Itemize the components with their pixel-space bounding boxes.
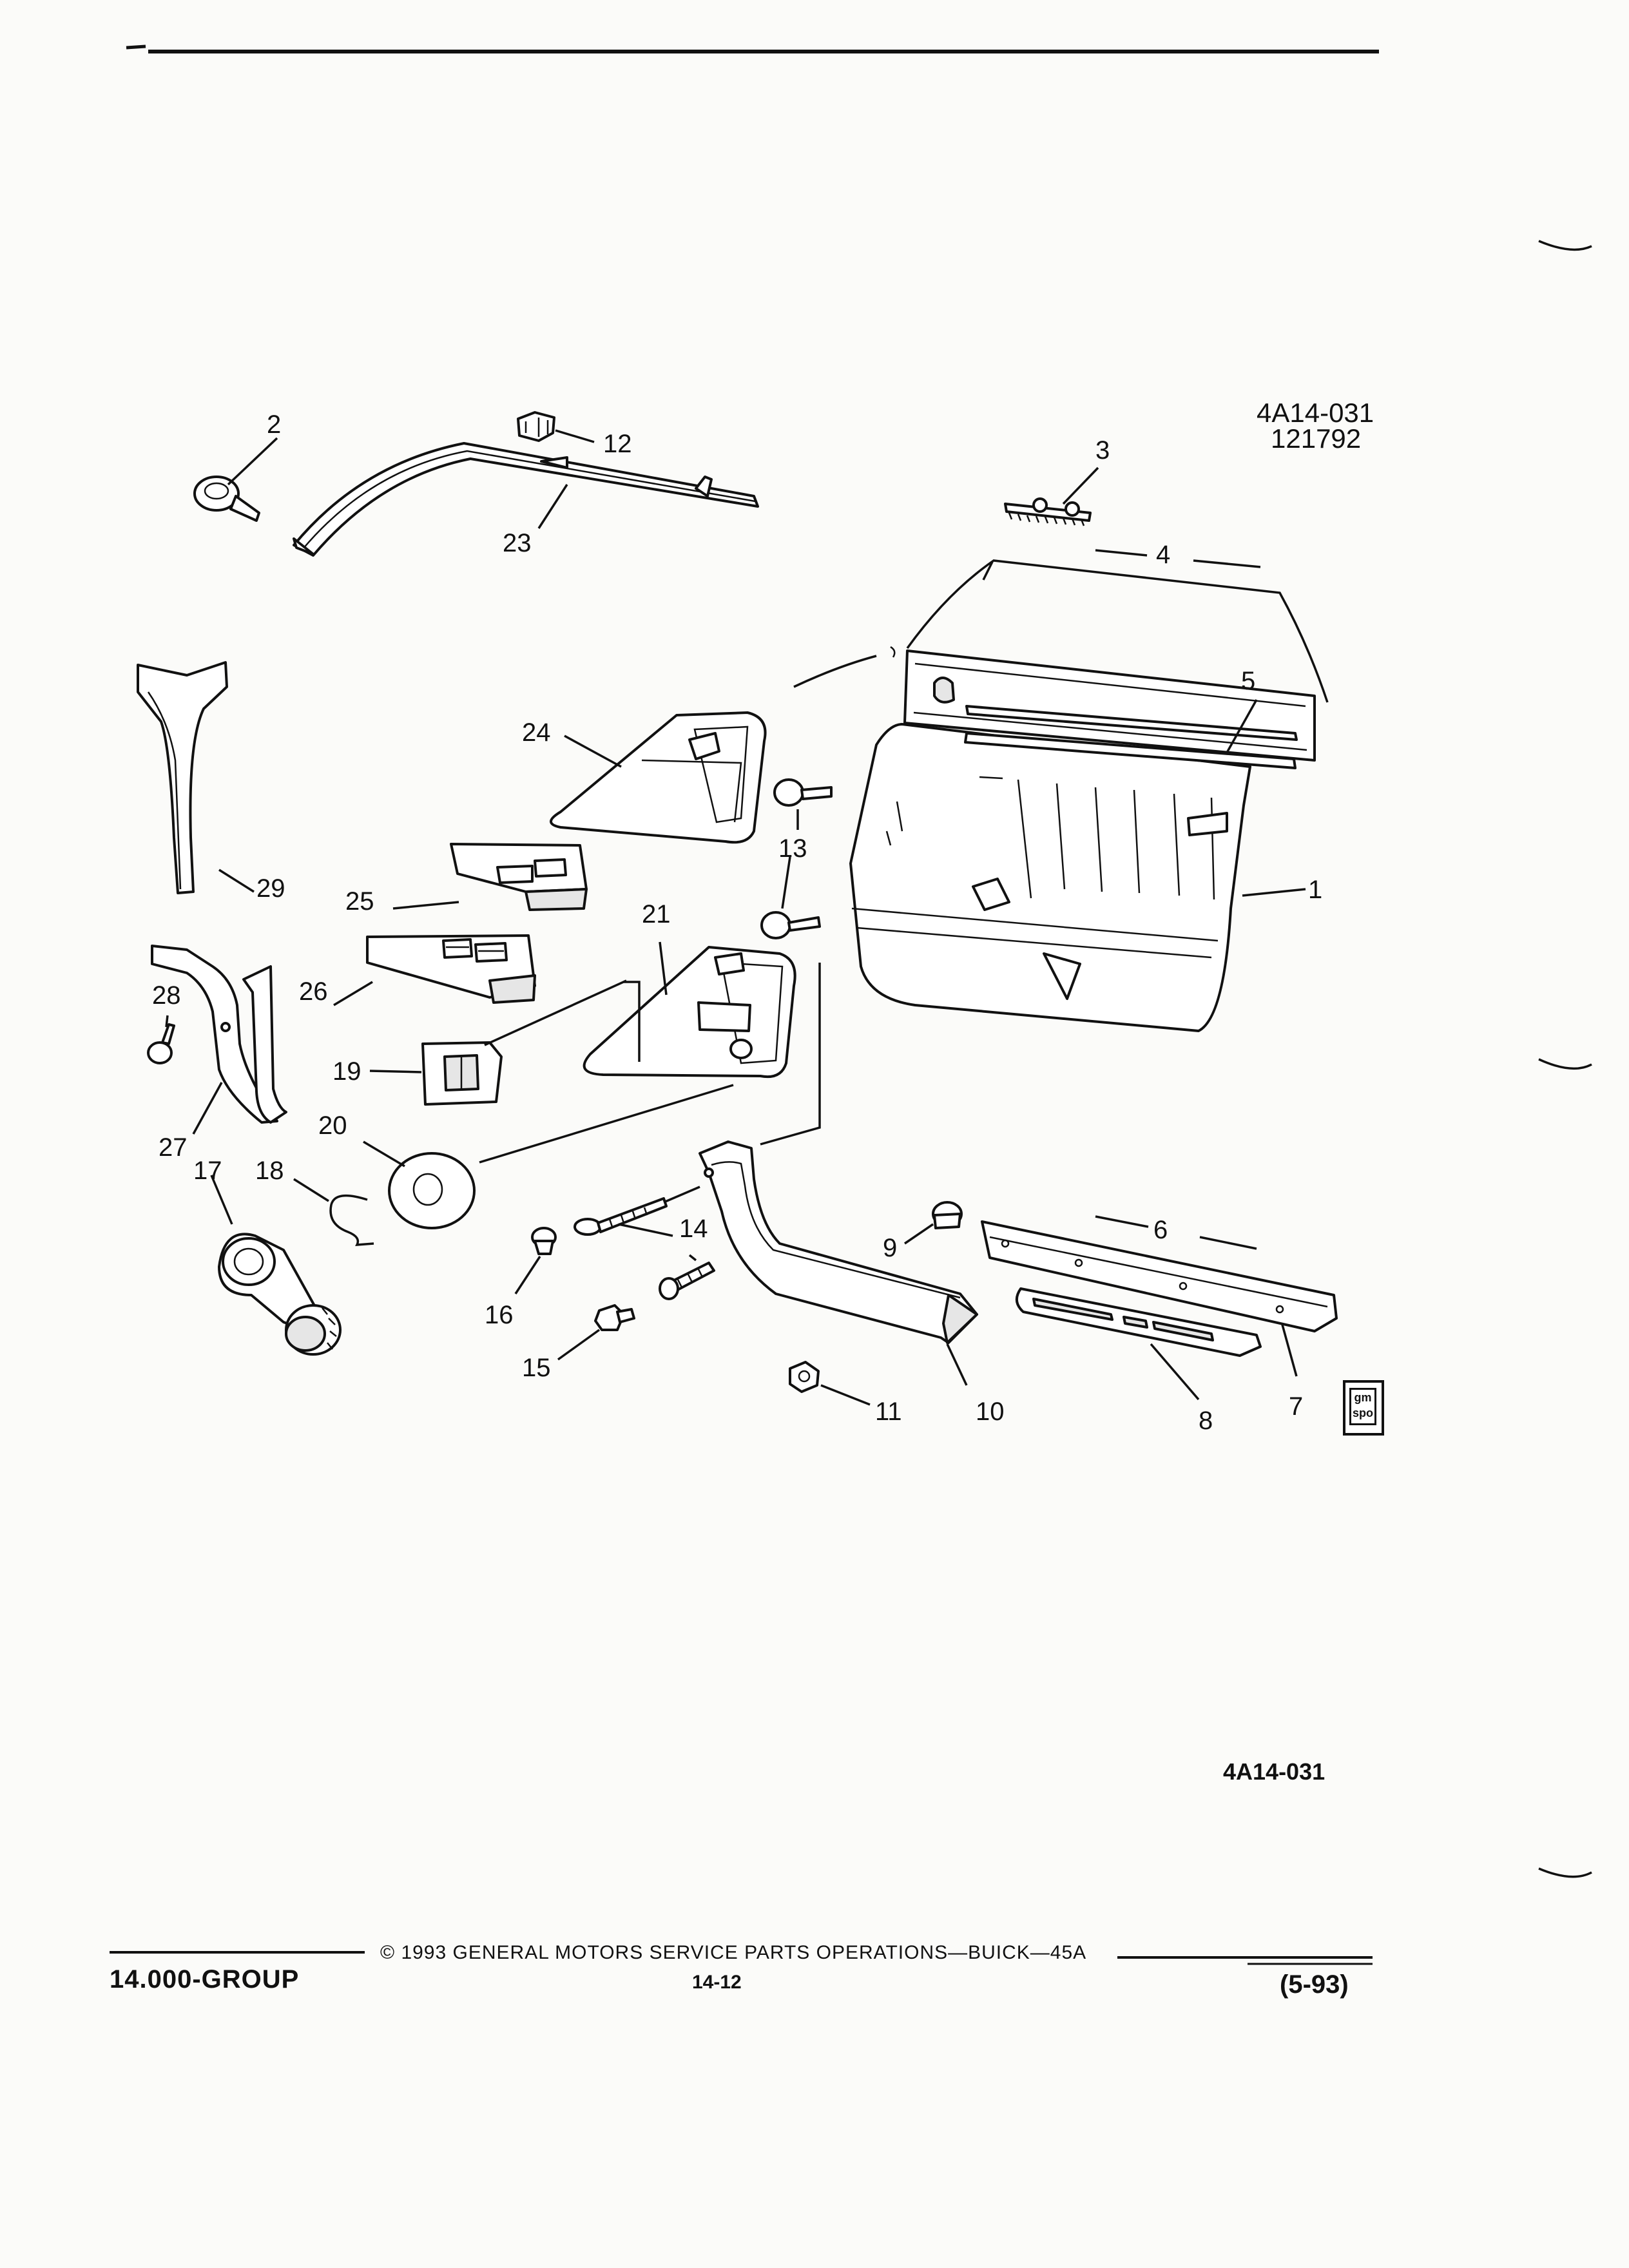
footer-page-number: 14-12 — [692, 1972, 742, 1993]
part-5-belt-molding — [964, 699, 1296, 769]
part-16-plug — [514, 1227, 557, 1294]
part-20-escutcheon — [363, 1084, 734, 1229]
part-23-upper-molding — [293, 442, 759, 557]
figure-code: 4A14-031 — [1257, 398, 1374, 428]
callout-23: 23 — [503, 529, 532, 557]
callout-2: 2 — [267, 410, 281, 439]
callout-24: 24 — [522, 718, 551, 747]
callout-13: 13 — [778, 834, 807, 863]
part-29-pillar-trim — [137, 661, 255, 894]
callout-27: 27 — [159, 1133, 188, 1162]
callout-1: 1 — [1308, 876, 1322, 904]
callout-11: 11 — [875, 1398, 902, 1426]
callout-28: 28 — [152, 981, 181, 1010]
callout-16: 16 — [485, 1301, 514, 1329]
footer-group: 14.000-GROUP — [110, 1965, 300, 1994]
callout-14: 14 — [679, 1215, 708, 1243]
callout-17: 17 — [193, 1157, 222, 1185]
callout-18: 18 — [255, 1157, 284, 1185]
figure-code-bottom: 4A14-031 — [1223, 1758, 1325, 1785]
callout-3: 3 — [1095, 436, 1110, 465]
part-6-lower-molding — [981, 1215, 1338, 1377]
callout-29: 29 — [256, 874, 285, 903]
callout-4: 4 — [1156, 541, 1170, 569]
callout-5: 5 — [1241, 667, 1255, 695]
top-rule-mark — [126, 44, 146, 50]
part-17-crank-handle — [210, 1175, 342, 1356]
callout-8: 8 — [1199, 1407, 1213, 1435]
margin-tick-3 — [1538, 1867, 1592, 1878]
logo-text-gm: gm — [1354, 1391, 1372, 1404]
part-2-retainer — [193, 437, 278, 522]
part-28-screw — [147, 1015, 175, 1064]
callout-15: 15 — [522, 1354, 551, 1382]
part-21-bezel — [583, 941, 796, 1078]
footer-revision: (5-93) — [1280, 1970, 1349, 1999]
part-24-bezel — [550, 711, 767, 844]
callout-20: 20 — [318, 1111, 347, 1140]
part-26-switch — [333, 934, 536, 1006]
gm-spo-logo-icon: gm spo — [1343, 1380, 1384, 1436]
gm-spo-logo-inner: gm spo — [1349, 1388, 1376, 1425]
footer-copyright: © 1993 GENERAL MOTORS SERVICE PARTS OPER… — [380, 1942, 1087, 1963]
part-3-strip — [1004, 466, 1099, 526]
callout-10: 10 — [976, 1398, 1005, 1426]
part-4-door-frame — [793, 549, 1329, 703]
callout-12: 12 — [603, 430, 632, 458]
callout-26: 26 — [299, 977, 328, 1006]
margin-tick-1 — [1538, 240, 1592, 251]
callout-9: 9 — [883, 1234, 897, 1262]
part-18-clip — [293, 1178, 374, 1246]
part-11-nut — [789, 1361, 871, 1406]
part-10-armrest — [699, 963, 978, 1386]
figure-date-code: 121792 — [1271, 423, 1362, 454]
callout-7: 7 — [1289, 1392, 1303, 1421]
part-9-bumper — [904, 1201, 963, 1245]
part-14-screws — [574, 1186, 715, 1300]
logo-text-spo: spo — [1352, 1407, 1373, 1419]
part-25-switch — [392, 843, 588, 911]
part-13-push-pins — [760, 778, 833, 939]
part-1-door-panel — [849, 649, 1316, 1032]
part-12-clip — [517, 411, 595, 443]
part-19-switch — [369, 979, 627, 1106]
callout-6: 6 — [1153, 1216, 1168, 1244]
part-27-trim — [151, 945, 287, 1135]
callout-25: 25 — [345, 887, 374, 916]
margin-tick-2 — [1538, 1058, 1592, 1070]
part-15-bolt — [557, 1304, 635, 1361]
callout-21: 21 — [642, 900, 671, 928]
part-8-reflector — [1016, 1287, 1262, 1401]
callout-19: 19 — [333, 1057, 361, 1086]
